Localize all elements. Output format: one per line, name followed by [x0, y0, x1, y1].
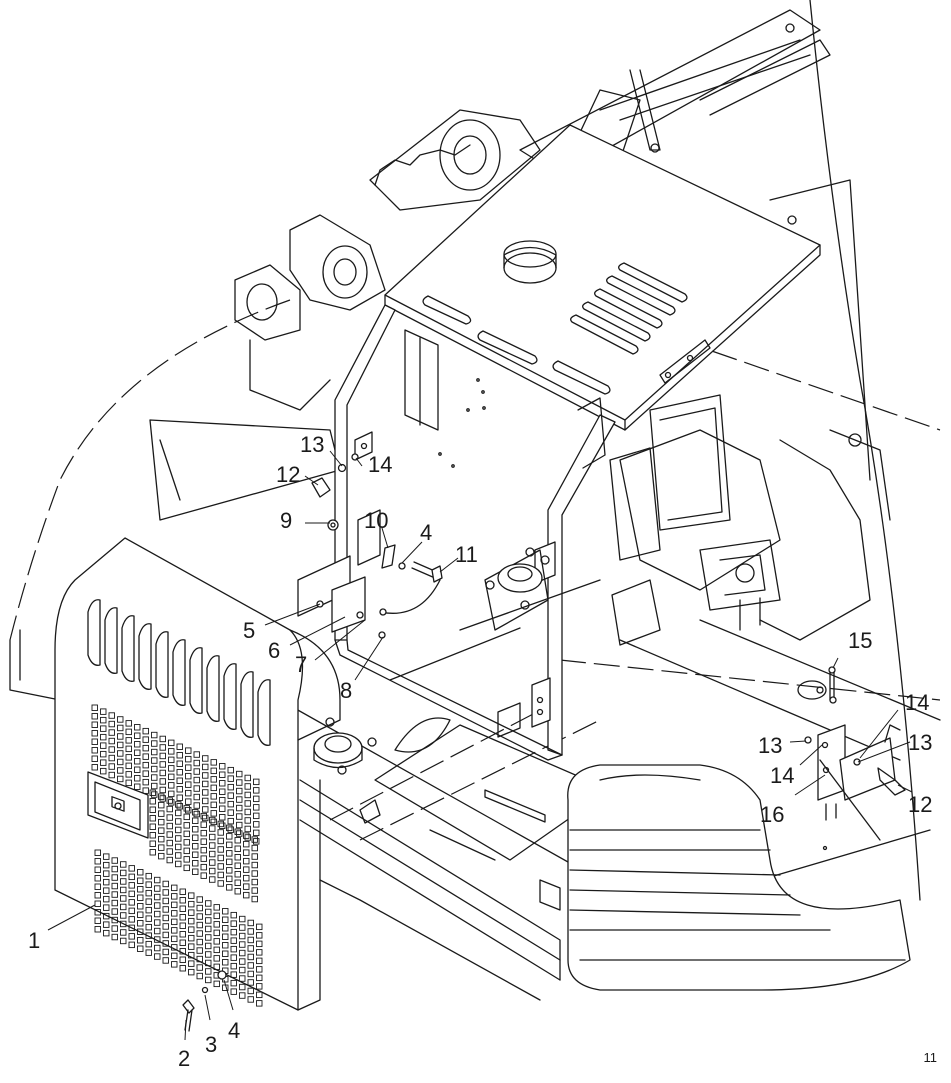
callout-12-right: 12 — [908, 792, 932, 817]
rubber-mounts — [313, 547, 550, 775]
top-cover-plate — [384, 124, 821, 431]
support-frame — [297, 304, 616, 761]
callout-12-left: 12 — [276, 462, 300, 487]
boom-bracket — [234, 109, 541, 411]
callout-14-mid-right: 14 — [770, 763, 794, 788]
page-number: 11 — [923, 1050, 938, 1065]
right-frame — [609, 394, 941, 761]
callout-14-top-right: 14 — [905, 690, 929, 715]
callout-1: 1 — [28, 928, 40, 953]
callout-4-bottom: 4 — [228, 1018, 240, 1043]
callout-5: 5 — [243, 618, 255, 643]
callout-8: 8 — [340, 678, 352, 703]
callout-14-left: 14 — [368, 452, 392, 477]
callout-15: 15 — [848, 628, 872, 653]
callout-labels: 1 2 3 4 4 5 6 7 8 9 10 11 12 12 13 13 13… — [28, 432, 932, 1071]
callout-4-top: 4 — [420, 520, 432, 545]
counterweight — [567, 764, 911, 991]
callout-6: 6 — [268, 638, 280, 663]
callout-7: 7 — [295, 652, 307, 677]
callout-13-right: 13 — [908, 730, 932, 755]
callout-2: 2 — [178, 1046, 190, 1071]
front-panel — [54, 537, 341, 1011]
callout-3: 3 — [205, 1032, 217, 1057]
callout-leaders — [47, 450, 913, 1041]
perforated-grille — [91, 704, 263, 1007]
callout-9: 9 — [280, 508, 292, 533]
callout-16: 16 — [760, 802, 784, 827]
callout-11: 11 — [455, 542, 478, 567]
callout-13-mid: 13 — [758, 733, 782, 758]
callout-13-left: 13 — [300, 432, 324, 457]
callout-10: 10 — [364, 508, 388, 533]
bottom-fasteners — [182, 970, 227, 1032]
